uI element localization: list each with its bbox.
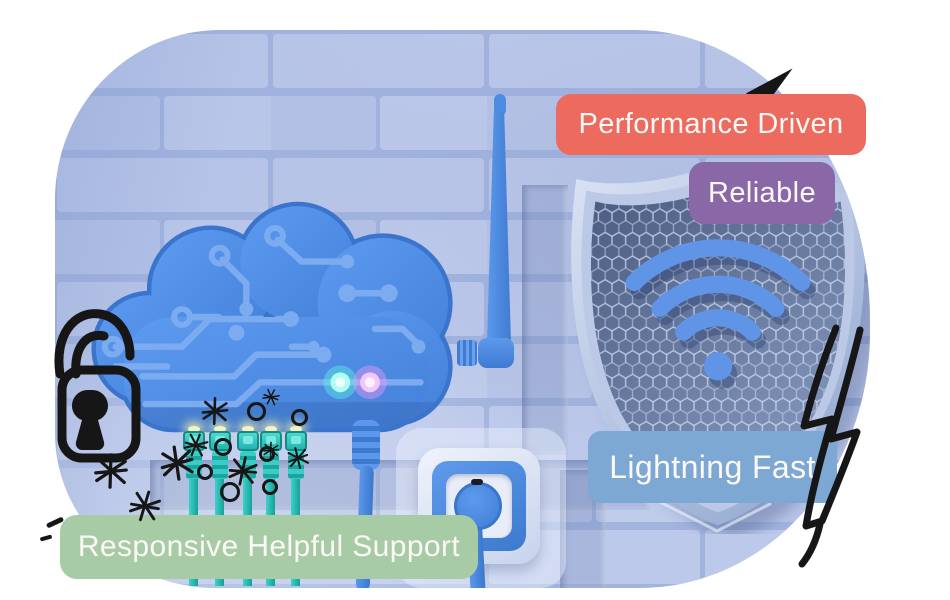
power-cord-boot bbox=[352, 420, 380, 470]
ring-doodle bbox=[262, 479, 278, 495]
badge-label: Responsive Helpful Support bbox=[77, 530, 461, 563]
badge-performance-driven: Performance Driven bbox=[556, 94, 866, 155]
dash-doodle bbox=[39, 534, 53, 542]
status-led-pink bbox=[353, 365, 387, 400]
link-glow bbox=[290, 426, 302, 432]
ring-doodle bbox=[214, 438, 232, 456]
badge-lightning-fast: Lightning Fast bbox=[588, 431, 837, 503]
wall-channel bbox=[522, 185, 568, 455]
badge-responsive-helpful-support: Responsive Helpful Support bbox=[60, 515, 478, 579]
lightning-doodle-icon bbox=[798, 324, 864, 568]
shield-chevron-line bbox=[658, 500, 772, 533]
badge-label: Lightning Fast bbox=[609, 448, 816, 485]
link-glow bbox=[265, 426, 277, 432]
status-led-cyan bbox=[323, 365, 358, 400]
circuit-nodes bbox=[228, 254, 426, 363]
link-glow bbox=[188, 426, 200, 432]
link-glow bbox=[242, 426, 254, 432]
keyhole bbox=[72, 390, 108, 450]
antenna-connector bbox=[457, 340, 477, 366]
plug-screw bbox=[471, 479, 483, 485]
antenna-elbow bbox=[478, 338, 514, 368]
ring-doodle bbox=[259, 446, 275, 462]
badge-label: Performance Driven bbox=[578, 108, 844, 140]
ring-doodle bbox=[291, 409, 308, 426]
sparkle-doodle-icon bbox=[92, 452, 130, 490]
ring-doodle bbox=[197, 464, 213, 480]
ring-doodle bbox=[220, 482, 240, 502]
ring-doodle bbox=[247, 402, 266, 421]
padlock-doodle-icon bbox=[54, 309, 141, 463]
wifi-shield bbox=[571, 162, 870, 534]
link-glow bbox=[214, 426, 226, 432]
badge-label: Reliable bbox=[708, 176, 816, 209]
circuit-rings bbox=[101, 224, 286, 358]
wifi-icon bbox=[625, 239, 811, 381]
ethernet-cable bbox=[260, 426, 282, 586]
badge-reliable: Reliable bbox=[689, 162, 835, 224]
antenna-tip bbox=[494, 94, 506, 116]
sparkle-doodle-icon bbox=[200, 396, 230, 426]
